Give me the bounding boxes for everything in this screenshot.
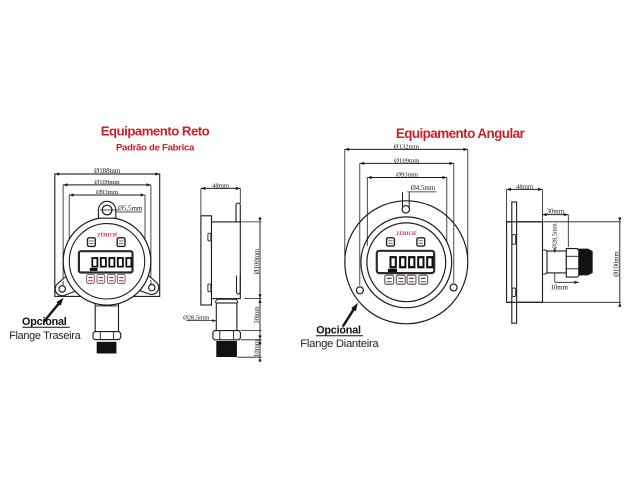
- svg-text:Ø93mm: Ø93mm: [396, 171, 419, 178]
- svg-text:Ø132mm: Ø132mm: [394, 143, 420, 150]
- svg-text:Opcional: Opcional: [22, 316, 67, 328]
- svg-text:Opcional: Opcional: [316, 325, 361, 337]
- svg-text:Equipamento Angular: Equipamento Angular: [396, 126, 526, 141]
- svg-text:10mm: 10mm: [254, 339, 261, 357]
- svg-text:ZÜRICH: ZÜRICH: [97, 233, 117, 239]
- svg-text:Ø28,5mm: Ø28,5mm: [183, 315, 209, 322]
- svg-text:30mm: 30mm: [254, 306, 261, 324]
- svg-text:Equipamento Reto: Equipamento Reto: [101, 124, 210, 139]
- svg-text:Padrão de Fabrica: Padrão de Fabrica: [116, 142, 195, 153]
- svg-text:Flange Dianteira: Flange Dianteira: [300, 338, 379, 350]
- svg-text:Ø93mm: Ø93mm: [96, 189, 119, 196]
- svg-text:Flange Traseira: Flange Traseira: [9, 330, 81, 342]
- svg-text:30mm: 30mm: [547, 209, 565, 216]
- svg-text:48mm: 48mm: [212, 182, 230, 189]
- svg-text:48mm: 48mm: [516, 183, 534, 190]
- svg-text:Ø4,5mm: Ø4,5mm: [411, 185, 436, 192]
- svg-text:Ø5,5mm: Ø5,5mm: [118, 205, 143, 212]
- svg-text:10mm: 10mm: [551, 284, 569, 291]
- svg-text:ZÜRICH: ZÜRICH: [396, 231, 416, 237]
- svg-text:Ø100mm: Ø100mm: [254, 248, 261, 274]
- svg-text:Ø100mm: Ø100mm: [614, 250, 621, 276]
- svg-text:Ø28,5mm: Ø28,5mm: [551, 223, 558, 248]
- svg-text:Ø188mm: Ø188mm: [94, 168, 121, 175]
- svg-text:Ø109mm: Ø109mm: [94, 179, 120, 186]
- svg-text:®: ®: [116, 231, 118, 234]
- svg-text:Ø109mm: Ø109mm: [394, 157, 420, 164]
- svg-text:®: ®: [415, 230, 417, 233]
